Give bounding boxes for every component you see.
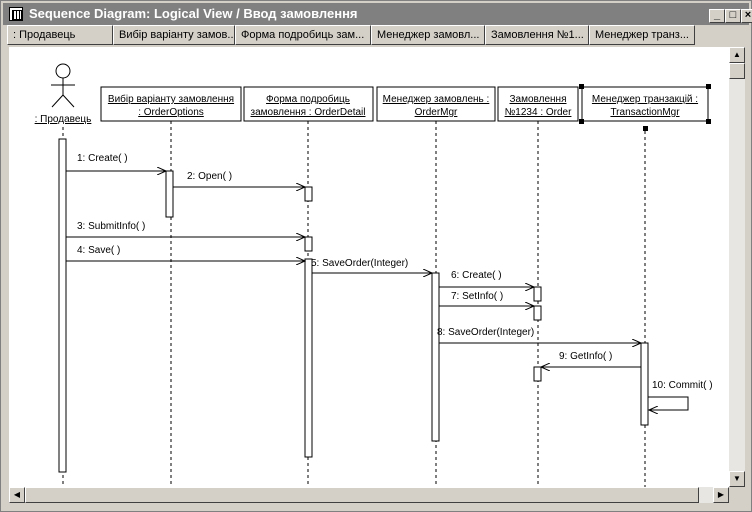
object-box (100, 86, 242, 122)
actor-head (55, 63, 71, 79)
vertical-scroll-thumb[interactable] (729, 63, 745, 79)
message-label-7: 7: SetInfo( ) (451, 291, 503, 302)
tab-order-detail[interactable]: Форма подробиць зам... (235, 25, 371, 45)
scroll-up-arrow-icon[interactable]: ▲ (729, 47, 745, 63)
object-order-detail[interactable]: Форма подробиць замовлення : OrderDetail (243, 86, 374, 122)
selection-handle[interactable] (579, 84, 584, 89)
object-label-line1: Форма подробиць (266, 93, 350, 105)
activation-order-setinfo[interactable] (533, 305, 542, 321)
message-labels: 1: Create( ) 2: Open( ) 3: SubmitInfo( )… (77, 153, 713, 391)
message-label-10: 10: Commit( ) (652, 380, 713, 391)
selection-handle[interactable] (706, 119, 711, 124)
diagram-canvas[interactable]: : Продавець Вибір варіанту замовлення : … (9, 47, 729, 487)
activation-order-mgr[interactable] (431, 272, 440, 442)
tab-order-options[interactable]: Вибір варіанту замов... (113, 25, 235, 45)
scroll-right-arrow-icon[interactable]: ▶ (713, 487, 729, 503)
activation-order-create[interactable] (533, 286, 542, 302)
activation-salesperson[interactable] (58, 138, 67, 473)
object-label-line2: : OrderOptions (138, 107, 204, 118)
scrollbar-corner (729, 487, 745, 503)
object-box (497, 86, 579, 122)
object-label-line1: Замовлення (510, 94, 567, 105)
actor-right-leg (62, 94, 75, 108)
message-label-9: 9: GetInfo( ) (559, 351, 612, 362)
object-label-line2: №1234 : Order (505, 107, 573, 118)
tab-transaction-mgr[interactable]: Менеджер транз... (589, 25, 695, 45)
object-label-line2: TransactionMgr (610, 107, 680, 118)
scroll-left-arrow-icon[interactable]: ◀ (9, 487, 25, 503)
actor-left-leg (51, 94, 64, 108)
tab-order[interactable]: Замовлення №1... (485, 25, 589, 45)
object-label-line1: Менеджер замовлень : (383, 94, 490, 105)
activation-order-detail-open[interactable] (304, 186, 313, 202)
window-title: Sequence Diagram: Logical View / Ввод за… (29, 6, 358, 21)
sequence-diagram: : Продавець Вибір варіанту замовлення : … (35, 63, 713, 487)
message-label-6: 6: Create( ) (451, 270, 502, 281)
object-label-line1: Менеджер транзакцій : (592, 94, 698, 105)
diagram-icon (9, 7, 23, 21)
object-order-mgr[interactable]: Менеджер замовлень : OrderMgr (376, 86, 496, 122)
title-bar: Sequence Diagram: Logical View / Ввод за… (3, 3, 752, 25)
activation-order-detail-save[interactable] (304, 258, 313, 458)
maximize-button[interactable]: □ (725, 9, 741, 23)
activation-order-getinfo[interactable] (533, 366, 542, 382)
message-label-2: 2: Open( ) (187, 171, 232, 182)
message-label-3: 3: SubmitInfo( ) (77, 221, 145, 232)
object-label-line1: Вибір варіанту замовлення (108, 93, 234, 105)
selection-handle[interactable] (706, 84, 711, 89)
tab-salesperson[interactable]: : Продавець (7, 25, 113, 45)
message-label-4: 4: Save( ) (77, 245, 120, 256)
selection-handle[interactable] (643, 126, 648, 131)
actor-salesperson[interactable]: : Продавець (35, 63, 92, 125)
message-label-8: 8: SaveOrder(Integer) (437, 327, 534, 338)
object-order-options[interactable]: Вибір варіанту замовлення : OrderOptions (100, 86, 242, 122)
object-box (376, 86, 496, 122)
object-label-line2: OrderMgr (415, 107, 458, 118)
activation-order-options[interactable] (165, 170, 174, 218)
actor-label: : Продавець (35, 114, 92, 125)
messages (66, 171, 689, 410)
object-transaction-mgr[interactable]: Менеджер транзакцій : TransactionMgr (579, 84, 711, 131)
object-label-line2: замовлення : OrderDetail (251, 107, 366, 118)
object-box (581, 86, 709, 122)
vertical-scrollbar[interactable]: ▲ ▼ (729, 47, 745, 487)
message-label-5: 5: SaveOrder(Integer) (311, 258, 408, 269)
activations (58, 138, 649, 473)
message-arrow-10[interactable] (648, 396, 689, 410)
object-box (243, 86, 374, 122)
close-button[interactable]: × (741, 9, 752, 23)
object-order-1234[interactable]: Замовлення №1234 : Order (497, 86, 579, 122)
tab-order-mgr[interactable]: Менеджер замовл... (371, 25, 485, 45)
lifelines (62, 121, 646, 487)
activation-order-detail-submit[interactable] (304, 236, 313, 252)
scroll-down-arrow-icon[interactable]: ▼ (729, 471, 745, 487)
horizontal-scroll-thumb[interactable] (25, 487, 699, 503)
selection-handle[interactable] (579, 119, 584, 124)
lifeline-tabs: : Продавець Вибір варіанту замов... Форм… (7, 25, 745, 45)
message-label-1: 1: Create( ) (77, 153, 128, 164)
activation-transaction-mgr[interactable] (640, 342, 649, 426)
minimize-button[interactable]: _ (709, 9, 725, 23)
horizontal-scrollbar[interactable]: ◀ ▶ (9, 487, 729, 503)
